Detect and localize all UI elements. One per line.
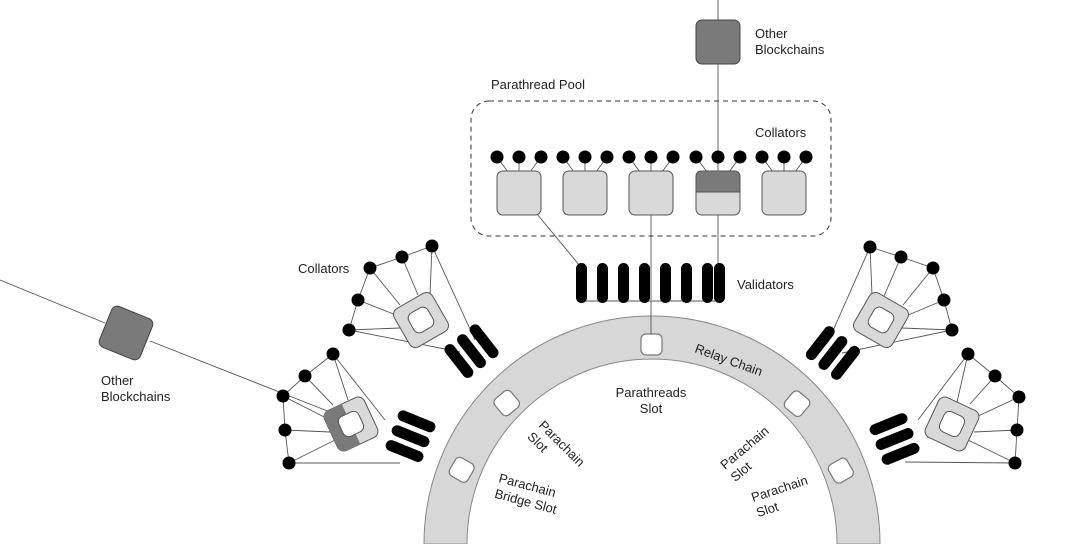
validator-bar bbox=[714, 263, 725, 303]
collator-node bbox=[894, 250, 908, 264]
collator-node bbox=[351, 293, 365, 307]
collator-node bbox=[534, 150, 548, 164]
validator-bar bbox=[881, 442, 920, 465]
collator-node bbox=[395, 250, 409, 264]
collator-node bbox=[276, 389, 290, 403]
collator-node bbox=[342, 323, 356, 337]
validator-bar bbox=[660, 263, 671, 303]
validator-bar bbox=[639, 263, 650, 303]
collator-node bbox=[689, 150, 703, 164]
collator-node bbox=[512, 150, 526, 164]
slot-top bbox=[640, 333, 663, 356]
validators-left-upper bbox=[444, 324, 499, 378]
parachain-bridge-slot-label: ParachainBridge Slot bbox=[493, 470, 563, 517]
validator-bar bbox=[831, 345, 860, 380]
slot-right-lower bbox=[827, 457, 854, 484]
parathread-blocks bbox=[496, 170, 807, 216]
collator-node bbox=[556, 150, 570, 164]
parathread-block bbox=[562, 170, 608, 216]
validator-bar bbox=[391, 425, 430, 448]
slot-left-lower bbox=[448, 456, 475, 483]
validator-bar bbox=[597, 263, 608, 303]
collator-node bbox=[363, 261, 377, 275]
validator-bar bbox=[576, 263, 587, 303]
validator-bar bbox=[805, 326, 835, 361]
validator-bar bbox=[702, 263, 713, 303]
parathread-block bbox=[628, 170, 674, 216]
parachain-right-upper bbox=[853, 292, 909, 348]
validator-bar bbox=[818, 336, 848, 370]
parathread-pool-label: Parathread Pool bbox=[491, 77, 585, 92]
collator-node bbox=[961, 347, 975, 361]
pool-collator-nodes bbox=[490, 150, 813, 164]
collator-node bbox=[490, 150, 504, 164]
collator-node bbox=[298, 369, 312, 383]
validator-bar bbox=[618, 263, 629, 303]
parachain-slot-right-1-label: ParachainSlot bbox=[717, 423, 782, 484]
collator-node bbox=[863, 240, 877, 254]
collator-node bbox=[578, 150, 592, 164]
collator-node bbox=[622, 150, 636, 164]
parachain-left-lower bbox=[323, 396, 379, 452]
validator-bar bbox=[385, 440, 424, 462]
collator-node bbox=[666, 150, 680, 164]
collator-node bbox=[926, 261, 940, 275]
collator-node bbox=[644, 150, 658, 164]
parachain-collator-nodes bbox=[276, 239, 1026, 470]
validator-bar bbox=[681, 263, 692, 303]
collators-left-label: Collators bbox=[298, 261, 350, 276]
other-blockchains-top-block bbox=[695, 19, 741, 65]
relay-chain-ring bbox=[423, 315, 881, 544]
collator-node bbox=[1010, 423, 1024, 437]
collator-node bbox=[326, 347, 340, 361]
collator-node bbox=[945, 323, 959, 337]
validators-right-lower bbox=[869, 413, 920, 465]
validator-bar bbox=[444, 344, 474, 378]
collator-node bbox=[988, 369, 1002, 383]
collator-node bbox=[799, 150, 813, 164]
validators-label: Validators bbox=[737, 277, 794, 292]
slot-left-upper bbox=[493, 389, 521, 417]
collator-node bbox=[282, 456, 296, 470]
parachain-slot-left-label: ParachainSlot bbox=[525, 418, 588, 481]
validators-left-lower bbox=[385, 410, 436, 462]
collator-node bbox=[278, 423, 292, 437]
collator-node bbox=[425, 239, 439, 253]
collator-node bbox=[755, 150, 769, 164]
validators-right-upper bbox=[805, 326, 860, 380]
validator-bar bbox=[869, 413, 908, 436]
other-blockchains-left-block bbox=[98, 305, 154, 361]
parachain-left-upper bbox=[393, 292, 449, 348]
validator-bar bbox=[875, 428, 914, 450]
ring-slots bbox=[448, 333, 854, 484]
parathread-bridge-block-dark bbox=[695, 170, 741, 193]
collator-node bbox=[777, 150, 791, 164]
parachain-slot-right-2-label: ParachainSlot bbox=[749, 472, 814, 520]
collators-pool-label: Collators bbox=[755, 125, 807, 140]
parachain-right-lower bbox=[924, 396, 980, 452]
parathread-pool-box bbox=[470, 100, 832, 237]
validator-bar bbox=[397, 410, 436, 433]
parathread-block bbox=[761, 170, 807, 216]
slot-right-upper bbox=[783, 390, 811, 418]
validator-bar bbox=[469, 324, 499, 359]
collator-node bbox=[711, 150, 725, 164]
validator-bar bbox=[457, 334, 486, 369]
collator-node bbox=[1008, 456, 1022, 470]
collator-node bbox=[937, 293, 951, 307]
parathread-block bbox=[496, 170, 542, 216]
collator-node bbox=[1012, 390, 1026, 404]
validators-top bbox=[576, 263, 725, 303]
collator-node bbox=[600, 150, 614, 164]
collator-node bbox=[733, 150, 747, 164]
